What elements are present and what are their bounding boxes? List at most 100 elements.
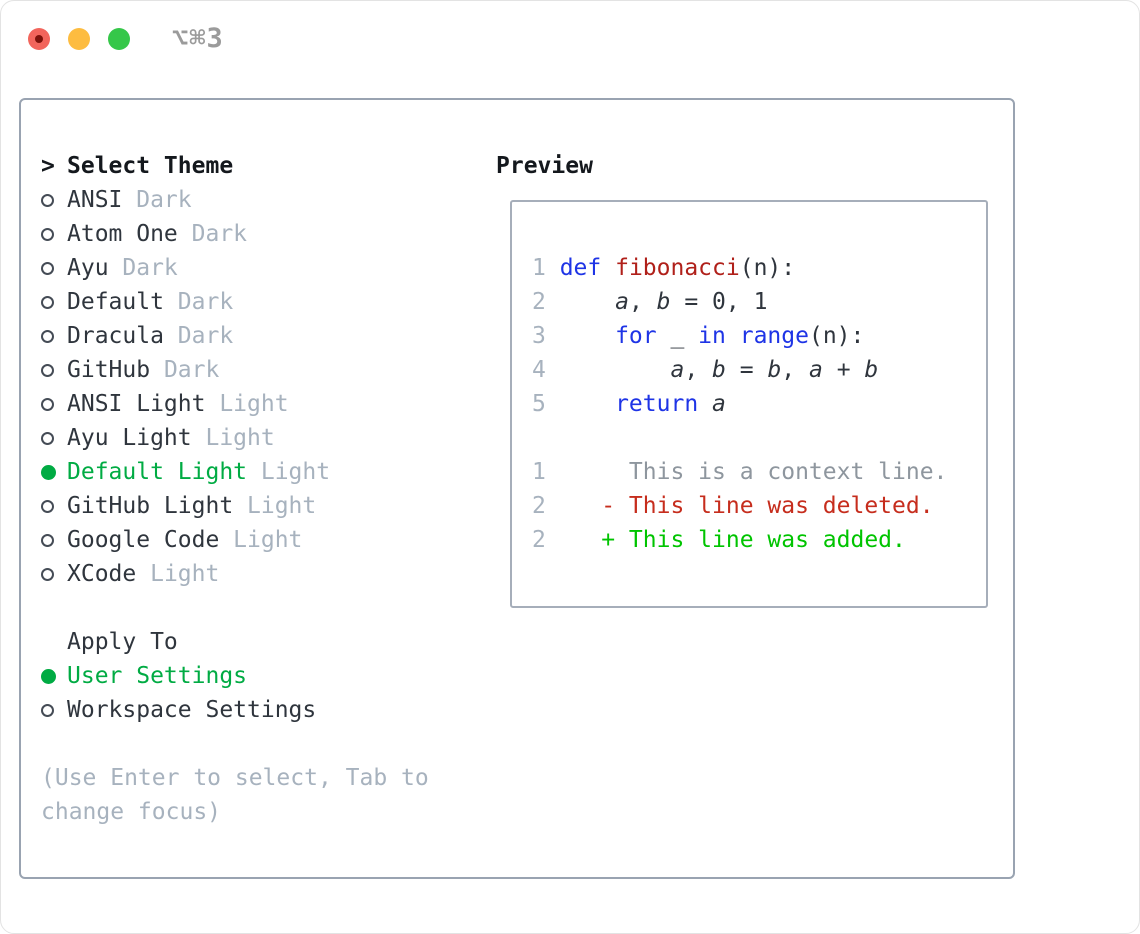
code-line: 1 This is a context line. <box>532 455 986 489</box>
select-theme-header: > Select Theme <box>41 149 491 183</box>
apply-to-header: Apply To <box>41 625 491 659</box>
code-segment <box>560 289 615 315</box>
theme-variant: Dark <box>122 255 178 281</box>
theme-variant: Light <box>219 391 289 417</box>
radio-marker <box>41 295 67 309</box>
theme-item-github-light[interactable]: GitHub Light Light <box>41 489 491 523</box>
theme-name: Ayu <box>67 255 109 281</box>
radio-unselected-icon <box>41 193 54 207</box>
code-segment: for <box>615 323 657 349</box>
radio-marker <box>41 329 67 343</box>
code-segment: + <box>822 357 865 383</box>
code-segment: a <box>712 391 726 417</box>
radio-marker <box>41 193 67 207</box>
radio-marker <box>41 464 67 480</box>
code-segment <box>560 323 615 349</box>
theme-variant: Light <box>247 493 317 519</box>
code-segment <box>560 391 615 417</box>
close-button[interactable] <box>28 28 50 50</box>
code-segment: range <box>739 323 809 349</box>
code-line: 2 - This line was deleted. <box>532 489 986 523</box>
cursor-icon: > <box>41 153 55 179</box>
select-theme-title: Select Theme <box>67 153 234 179</box>
code-line: 4 a, b = b, a + b <box>532 353 986 387</box>
code-segment: + This line was added. <box>559 527 906 553</box>
radio-unselected-icon <box>41 397 54 411</box>
theme-name: GitHub Light <box>67 493 234 519</box>
apply-to-title: Apply To <box>67 629 178 655</box>
code-segment: def <box>559 255 602 281</box>
preview-header: Preview <box>496 149 988 183</box>
theme-variant: Light <box>150 561 220 587</box>
apply-option-label: Workspace Settings <box>67 697 317 723</box>
radio-marker <box>41 227 67 241</box>
theme-item-ayu-light[interactable]: Ayu Light Light <box>41 421 491 455</box>
code-segment: fibonacci <box>615 255 740 281</box>
window-title-shortcut: ⌥⌘3 <box>172 23 224 54</box>
code-segment: = <box>725 357 768 383</box>
theme-name: Default <box>67 289 164 315</box>
radio-unselected-icon <box>41 567 54 581</box>
code-segment: - This line was deleted. <box>559 493 934 519</box>
code-segment: b <box>712 357 726 383</box>
radio-unselected-icon <box>41 329 54 343</box>
theme-variant: Light <box>233 527 303 553</box>
radio-unselected-icon <box>41 227 54 241</box>
code-line: 3 for _ in range(n): <box>532 319 986 353</box>
line-number: 5 <box>532 391 546 417</box>
theme-name: Dracula <box>67 323 164 349</box>
code-segment: = 0, 1 <box>670 289 768 315</box>
theme-variant: Light <box>260 459 331 485</box>
zoom-button[interactable] <box>108 28 130 50</box>
minimize-button[interactable] <box>68 28 90 50</box>
code-line: 2 a, b = 0, 1 <box>532 285 986 319</box>
radio-selected-icon <box>41 668 56 684</box>
code-segment: , <box>781 357 809 383</box>
theme-item-ayu[interactable]: Ayu Dark <box>41 251 491 285</box>
line-number: 2 <box>532 527 546 553</box>
theme-variant: Light <box>205 425 275 451</box>
radio-marker <box>41 499 67 513</box>
radio-marker <box>41 431 67 445</box>
section-gap <box>41 591 491 625</box>
line-number: 2 <box>532 493 546 519</box>
radio-unselected-icon <box>41 363 54 377</box>
theme-name: Ayu Light <box>67 425 192 451</box>
apply-option-user-settings[interactable]: User Settings <box>41 659 491 693</box>
code-segment: , <box>684 357 713 383</box>
code-segment: (n): <box>739 255 796 281</box>
radio-unselected-icon <box>41 431 54 445</box>
code-segment: b <box>767 357 782 383</box>
radio-marker <box>41 668 67 684</box>
code-segment <box>698 391 712 417</box>
code-segment: a <box>615 289 629 315</box>
code-segment <box>560 357 671 383</box>
code-segment: b <box>656 289 671 315</box>
radio-unselected-icon <box>41 533 54 547</box>
radio-marker <box>41 533 67 547</box>
theme-variant: Dark <box>163 357 220 383</box>
theme-variant: Dark <box>191 221 248 247</box>
line-number: 4 <box>532 357 546 383</box>
code-segment: _ <box>656 323 699 349</box>
theme-variant: Dark <box>136 187 192 213</box>
line-number: 2 <box>532 289 546 315</box>
code-segment: a <box>670 357 685 383</box>
line-number: 3 <box>532 323 546 349</box>
apply-option-workspace-settings[interactable]: Workspace Settings <box>41 693 491 727</box>
radio-marker <box>41 261 67 275</box>
